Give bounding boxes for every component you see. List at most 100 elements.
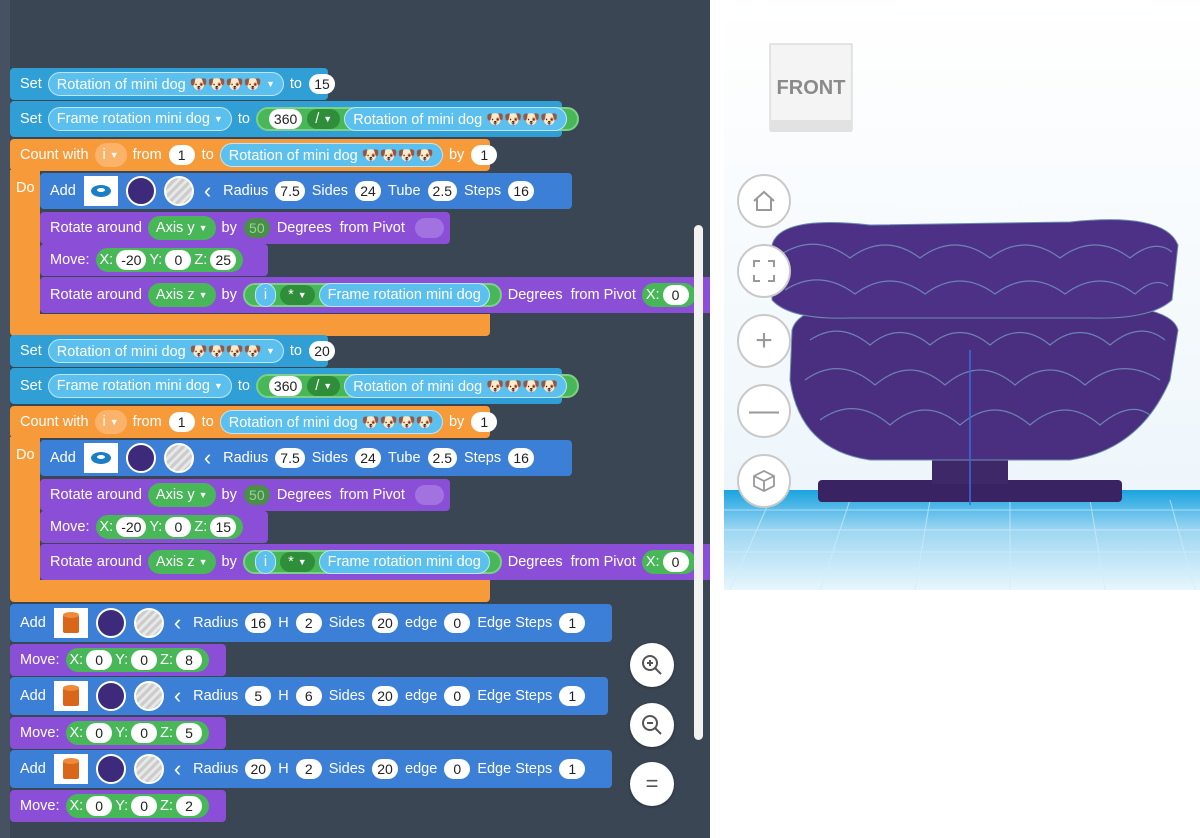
- sides-input[interactable]: 24: [355, 448, 382, 468]
- color-swatch[interactable]: [125, 443, 156, 473]
- fit-icon[interactable]: [737, 244, 791, 298]
- set-block-frame-rotation-1[interactable]: Set Frame rotation mini dog▼ to 360 /▼ R…: [10, 101, 580, 137]
- edge-steps-input[interactable]: 1: [559, 686, 586, 706]
- move-block-4[interactable]: Move: X:0 Y:0 Z:5: [10, 717, 226, 749]
- x-input[interactable]: 0: [662, 552, 689, 572]
- divisor-variable[interactable]: Rotation of mini dog 🐶🐶🐶🐶: [344, 374, 568, 398]
- radius-input[interactable]: 16: [245, 613, 272, 633]
- set-block-frame-rotation-2[interactable]: Set Frame rotation mini dog▼ to 360 /▼ R…: [10, 368, 580, 404]
- end-variable[interactable]: Rotation of mini dog 🐶🐶🐶🐶: [219, 410, 443, 434]
- edge-steps-input[interactable]: 1: [559, 759, 586, 779]
- operator-dropdown[interactable]: *▼: [280, 552, 315, 572]
- rotate-block-y-2[interactable]: Rotate around Axis y▼ by 50 Degrees from…: [40, 479, 450, 511]
- edge-input[interactable]: 0: [444, 613, 471, 633]
- sides-input[interactable]: 24: [355, 181, 382, 201]
- frame-rotation-variable[interactable]: Frame rotation mini dog: [318, 550, 490, 574]
- cylinder-icon[interactable]: [53, 681, 88, 711]
- home-icon[interactable]: [737, 174, 791, 228]
- view-cube[interactable]: FRONT: [769, 43, 853, 132]
- math-multiply-block[interactable]: i *▼ Frame rotation mini dog: [242, 550, 502, 574]
- y-input[interactable]: 0: [131, 650, 158, 670]
- hole-toggle-icon[interactable]: [133, 608, 164, 638]
- vector-block[interactable]: X:0 Y:0 Z:2: [65, 794, 209, 818]
- chevron-left-icon[interactable]: ‹: [173, 610, 182, 635]
- height-input[interactable]: 2: [295, 613, 322, 633]
- y-input[interactable]: 0: [131, 796, 158, 816]
- x-input[interactable]: 0: [662, 285, 689, 305]
- loop-variable-dropdown[interactable]: i▼: [94, 143, 127, 167]
- dividend-input[interactable]: 360: [268, 109, 303, 129]
- y-input[interactable]: 0: [131, 723, 158, 743]
- cylinder-icon[interactable]: [53, 608, 88, 638]
- operator-dropdown[interactable]: /▼: [307, 109, 341, 129]
- torus-icon[interactable]: [83, 443, 118, 473]
- degrees-input[interactable]: 50: [243, 485, 270, 505]
- step-input[interactable]: 1: [471, 145, 498, 165]
- add-torus-block-2[interactable]: Add ‹ Radius 7.5 Sides 24 Tube 2.5 Steps…: [40, 440, 572, 476]
- vector-block[interactable]: X:-20 Y:0 Z:25: [95, 248, 244, 272]
- sides-input[interactable]: 20: [372, 686, 399, 706]
- hole-toggle-icon[interactable]: [133, 681, 164, 711]
- value-input[interactable]: 15: [309, 74, 335, 94]
- variable-dropdown[interactable]: Frame rotation mini dog▼: [47, 374, 232, 398]
- x-input[interactable]: 0: [86, 796, 113, 816]
- hole-toggle-icon[interactable]: [133, 754, 164, 784]
- loop-variable[interactable]: i: [254, 550, 277, 574]
- add-cylinder-block-1[interactable]: Add ‹ Radius 16 H 2 Sides 20 edge 0 Edge…: [10, 604, 612, 642]
- vector-block[interactable]: X:0 Y:0 Z:5: [65, 721, 209, 745]
- steps-input[interactable]: 16: [508, 181, 535, 201]
- dividend-input[interactable]: 360: [268, 376, 303, 396]
- move-block-1[interactable]: Move: X:-20 Y:0 Z:25: [40, 244, 268, 276]
- 3d-viewport[interactable]: FRONT + —: [710, 0, 1200, 838]
- color-swatch[interactable]: [95, 608, 126, 638]
- minus-icon[interactable]: —: [737, 384, 791, 438]
- radius-input[interactable]: 7.5: [275, 448, 305, 468]
- add-cylinder-block-2[interactable]: Add ‹ Radius 5 H 6 Sides 20 edge 0 Edge …: [10, 677, 608, 715]
- pivot-vector[interactable]: X:0: [641, 283, 696, 307]
- x-input[interactable]: -20: [116, 517, 147, 537]
- divisor-variable[interactable]: Rotation of mini dog 🐶🐶🐶🐶: [344, 107, 568, 131]
- axis-dropdown[interactable]: Axis y▼: [147, 216, 216, 240]
- axis-dropdown[interactable]: Axis z▼: [147, 283, 216, 307]
- torus-icon[interactable]: [83, 176, 118, 206]
- add-cylinder-block-3[interactable]: Add ‹ Radius 20 H 2 Sides 20 edge 0 Edge…: [10, 750, 612, 788]
- vector-block[interactable]: X:0 Y:0 Z:8: [65, 648, 209, 672]
- step-input[interactable]: 1: [471, 412, 498, 432]
- count-loop-block-2[interactable]: Count with i▼ from 1 to Rotation of mini…: [10, 406, 498, 438]
- variable-dropdown[interactable]: Frame rotation mini dog▼: [47, 107, 232, 131]
- cylinder-icon[interactable]: [53, 754, 88, 784]
- pivot-slot[interactable]: [414, 485, 444, 505]
- chevron-left-icon[interactable]: ‹: [173, 683, 182, 708]
- radius-input[interactable]: 5: [245, 686, 272, 706]
- loop-variable[interactable]: i: [254, 283, 277, 307]
- tube-input[interactable]: 2.5: [427, 181, 458, 201]
- chevron-left-icon[interactable]: ‹: [203, 445, 212, 470]
- edge-steps-input[interactable]: 1: [559, 613, 586, 633]
- move-block-5[interactable]: Move: X:0 Y:0 Z:2: [10, 790, 226, 822]
- pivot-slot[interactable]: [414, 218, 444, 238]
- operator-dropdown[interactable]: *▼: [280, 285, 315, 305]
- radius-input[interactable]: 7.5: [275, 181, 305, 201]
- end-variable[interactable]: Rotation of mini dog 🐶🐶🐶🐶: [219, 143, 443, 167]
- rotate-block-y-1[interactable]: Rotate around Axis y▼ by 50 Degrees from…: [40, 212, 450, 244]
- zoom-out-icon[interactable]: [630, 703, 674, 747]
- color-swatch[interactable]: [95, 754, 126, 784]
- math-multiply-block[interactable]: i *▼ Frame rotation mini dog: [242, 283, 502, 307]
- y-input[interactable]: 0: [165, 517, 192, 537]
- vector-block[interactable]: X:-20 Y:0 Z:15: [95, 515, 244, 539]
- color-swatch[interactable]: [95, 681, 126, 711]
- hole-toggle-icon[interactable]: [163, 176, 194, 206]
- sides-input[interactable]: 20: [372, 759, 399, 779]
- sides-input[interactable]: 20: [372, 613, 399, 633]
- axis-dropdown[interactable]: Axis y▼: [147, 483, 216, 507]
- height-input[interactable]: 6: [295, 686, 322, 706]
- edge-input[interactable]: 0: [444, 759, 471, 779]
- variable-dropdown[interactable]: Rotation of mini dog 🐶🐶🐶🐶▼: [47, 339, 284, 363]
- frame-rotation-variable[interactable]: Frame rotation mini dog: [318, 283, 490, 307]
- z-input[interactable]: 15: [210, 517, 237, 537]
- count-loop-block-1[interactable]: Count with i▼ from 1 to Rotation of mini…: [10, 139, 498, 171]
- chevron-left-icon[interactable]: ‹: [203, 178, 212, 203]
- start-input[interactable]: 1: [168, 412, 195, 432]
- rotate-block-z-1[interactable]: Rotate around Axis z▼ by i *▼ Frame rota…: [40, 277, 710, 313]
- equals-icon[interactable]: =: [630, 762, 674, 806]
